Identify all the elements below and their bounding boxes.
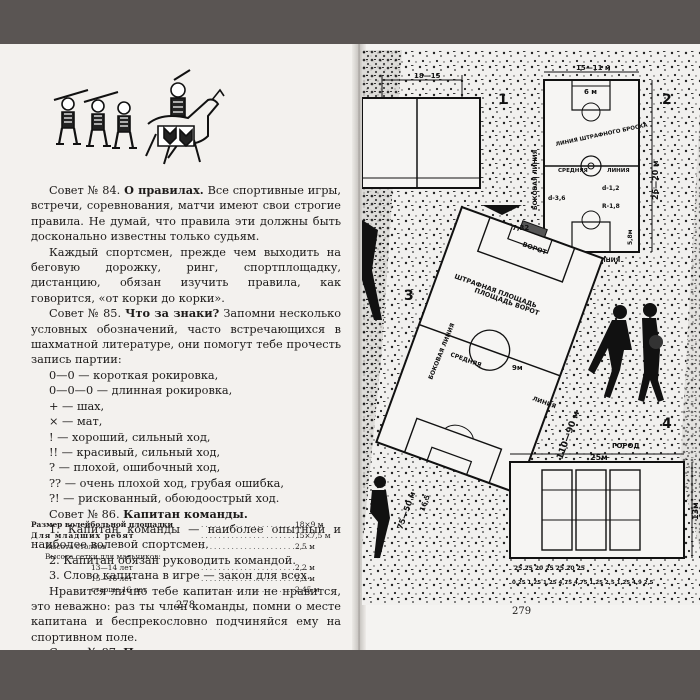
sports-fields-diagram: 18—15 1 15—11 м 6 м 2 ЛИНИЯ ШТРАФНОГО БР… [362,50,700,605]
arrow-down-icon [482,205,522,215]
label-15-11: 15—11 м [576,64,611,72]
useful-info-table: Размер волейбольной площадки............… [31,520,343,596]
notation-3: × — мат, [49,415,103,429]
right-page-number: 279 [512,606,532,617]
advice-86-prefix: Совет № 86. [49,507,120,521]
label-r18: R-1,8 [602,203,620,210]
label-bottom-numbers: 0,25 1,25 1,25 4,75 4,75 1,25 2,5 1,25 4… [512,580,654,586]
label-7-32: 7,32 [512,224,529,232]
label-top-numbers: 25 25 20 25 25 20 25 [514,565,585,572]
notation-4: ! — хороший, сильный ход, [49,430,211,444]
captain-paragraph: Нравится лично тебе капитан или не нрави… [31,584,341,644]
notation-1: 0—0—0 — длинная рокировка, [49,384,233,398]
basketball-court-diagram [543,71,653,253]
field-number-4: 4 [662,416,672,432]
notation-5: !! — красивый, сильный ход, [49,445,221,459]
captain-rule-1: 1. Капитан команды — наиболее опытный и … [31,522,341,552]
table-row: Размер волейбольной площадки............… [31,520,324,529]
captain-rule-3: 3. Слово капитана в игре — закон для все… [49,569,311,583]
label-6m: 6 м [584,88,597,96]
left-page-number: 278 [176,600,196,611]
field-number-3: 3 [404,288,414,304]
advice-84: Совет № 84. О правилах. Все спортивные и… [31,183,341,661]
player-left-silhouette [362,220,382,320]
advice-84-para-2: Каждый спортсмен, прежде чем выходить на… [31,245,341,305]
label-d12: d-1,2 [602,185,619,192]
label-13m: 13м [691,502,700,520]
label-9m: 9м [512,364,523,372]
notation-7: ?? — очень плохой ход, грубая ошибка, [49,476,285,490]
label-25m: 25м [590,453,608,462]
advice-84-title: О правилах. [124,183,204,197]
label-18-15: 18—15 [414,72,441,80]
thrower-silhouette [370,476,390,558]
field-number-1: 1 [498,92,508,108]
label-5-8m: 5,8м [627,229,634,245]
label-center: СРЕДНЯЯ [558,168,588,174]
label-d36: d-3,6 [548,195,565,202]
label-side-line: БОКОВАЯ ЛИНИЯ [532,149,539,210]
label-line: ЛИНИЯ [607,168,630,174]
advice-85-prefix: Совет № 85. [49,307,122,321]
table-surface [0,650,700,700]
gorodki-field-diagram [509,453,693,559]
advice-84-body: Все спортивные игры, встречи, соревнован… [31,184,342,244]
advice-85-title: Что за знаки? [125,306,220,321]
table-row: 13—14 лет.............................2,… [91,563,315,573]
notation-6: ? — плохой, ошибочный ход, [49,461,221,475]
hockey-players-illustration [53,69,225,165]
table-row: Высота сетки для мальчиков: [45,552,161,562]
captain-rule-2: 2. Капитан обязан руководить командой. [49,553,296,567]
label-city: ГОРОД [612,442,640,450]
label-26-20: 26—20 м [651,160,660,200]
advice-85-body: Запомни несколько условных обозначений, … [31,307,342,367]
table-row: 15—16 лет.............................2,… [91,573,315,583]
advice-84-prefix: Совет № 84. [49,184,121,197]
notation-0: 0—0 — короткая рокировка, [49,368,219,382]
basketball-players-illustration [588,303,664,402]
table-row: старше 16 лет...........................… [91,584,320,594]
field-1-diagram [362,75,481,189]
football-field-diagram [375,205,605,495]
notation-8: ?! — рискованный, обоюдоострый ход. [49,492,280,506]
table-row: Для младших ребят.......................… [31,530,331,540]
notation-2: + — шах, [49,399,105,413]
field-number-2: 2 [662,92,672,108]
table-row: Высота столбов..........................… [45,541,315,551]
advice-86-title: Капитан команды. [123,506,248,521]
